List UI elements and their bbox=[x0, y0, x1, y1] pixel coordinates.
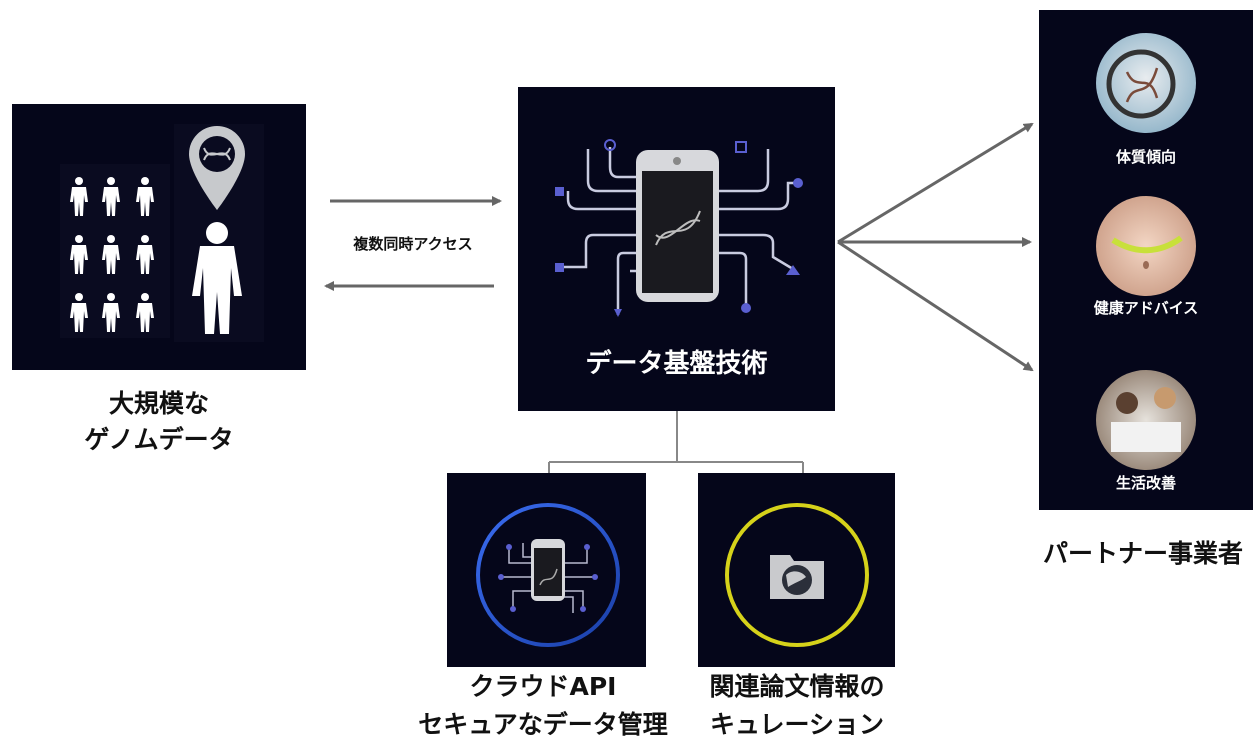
core-title: データ基盤技術 bbox=[585, 349, 768, 379]
ring-blue bbox=[476, 503, 620, 647]
papers-caption-line2: キュレーション bbox=[709, 710, 884, 739]
partner-photos bbox=[1096, 33, 1196, 470]
ring-yellow bbox=[725, 503, 869, 647]
dna-icon bbox=[1125, 67, 1159, 103]
arrow-to-partner-1 bbox=[837, 122, 1034, 244]
person-icon-large bbox=[192, 222, 242, 334]
cloud-caption: クラウドAPI セキュアなデータ管理 bbox=[398, 668, 688, 744]
papers-illustration bbox=[725, 503, 869, 647]
partner-photo-lifestyle bbox=[1096, 370, 1196, 470]
dna-icon bbox=[539, 568, 558, 586]
smartphone-icon bbox=[531, 539, 565, 601]
access-label: 複数同時アクセス bbox=[353, 235, 473, 253]
smartphone-icon bbox=[636, 150, 719, 302]
genome-data-panel bbox=[12, 104, 306, 370]
arrow-to-partner-3 bbox=[837, 240, 1034, 372]
dna-icon bbox=[655, 210, 701, 246]
genome-people-illustration bbox=[60, 124, 264, 342]
genome-caption: 大規模な ゲノムデータ bbox=[12, 386, 306, 458]
papers-caption-line1: 関連論文情報の bbox=[709, 672, 885, 701]
partner-label-health-advice: 健康アドバイス bbox=[1093, 299, 1199, 317]
circuit-traces bbox=[560, 147, 798, 315]
partner-label-lifestyle: 生活改善 bbox=[1115, 474, 1176, 492]
papers-caption: 関連論文情報の キュレーション bbox=[690, 668, 904, 744]
partner-photo-constitution bbox=[1096, 33, 1196, 133]
papers-curation-panel bbox=[698, 473, 895, 667]
location-pin-icon bbox=[189, 126, 245, 210]
partners-panel: 体質傾向 健康アドバイス 生活改善 bbox=[1039, 10, 1253, 510]
core-platform-panel: データ基盤技術 bbox=[518, 87, 835, 411]
genome-caption-line1: 大規模な bbox=[108, 389, 209, 418]
circuit-smartphone-illustration bbox=[555, 139, 803, 317]
cloud-api-panel bbox=[447, 473, 646, 667]
cloud-api-illustration bbox=[476, 503, 620, 647]
partner-photo-health bbox=[1096, 196, 1196, 296]
cloud-caption-line1: クラウドAPI bbox=[469, 672, 617, 701]
circuit-nodes bbox=[555, 139, 803, 317]
partners-caption: パートナー事業者 bbox=[1042, 539, 1243, 568]
folder-globe-icon bbox=[770, 555, 824, 599]
cloud-caption-line2: セキュアなデータ管理 bbox=[418, 710, 668, 739]
partner-label-constitution: 体質傾向 bbox=[1115, 148, 1176, 166]
genome-caption-line2: ゲノムデータ bbox=[84, 425, 234, 454]
